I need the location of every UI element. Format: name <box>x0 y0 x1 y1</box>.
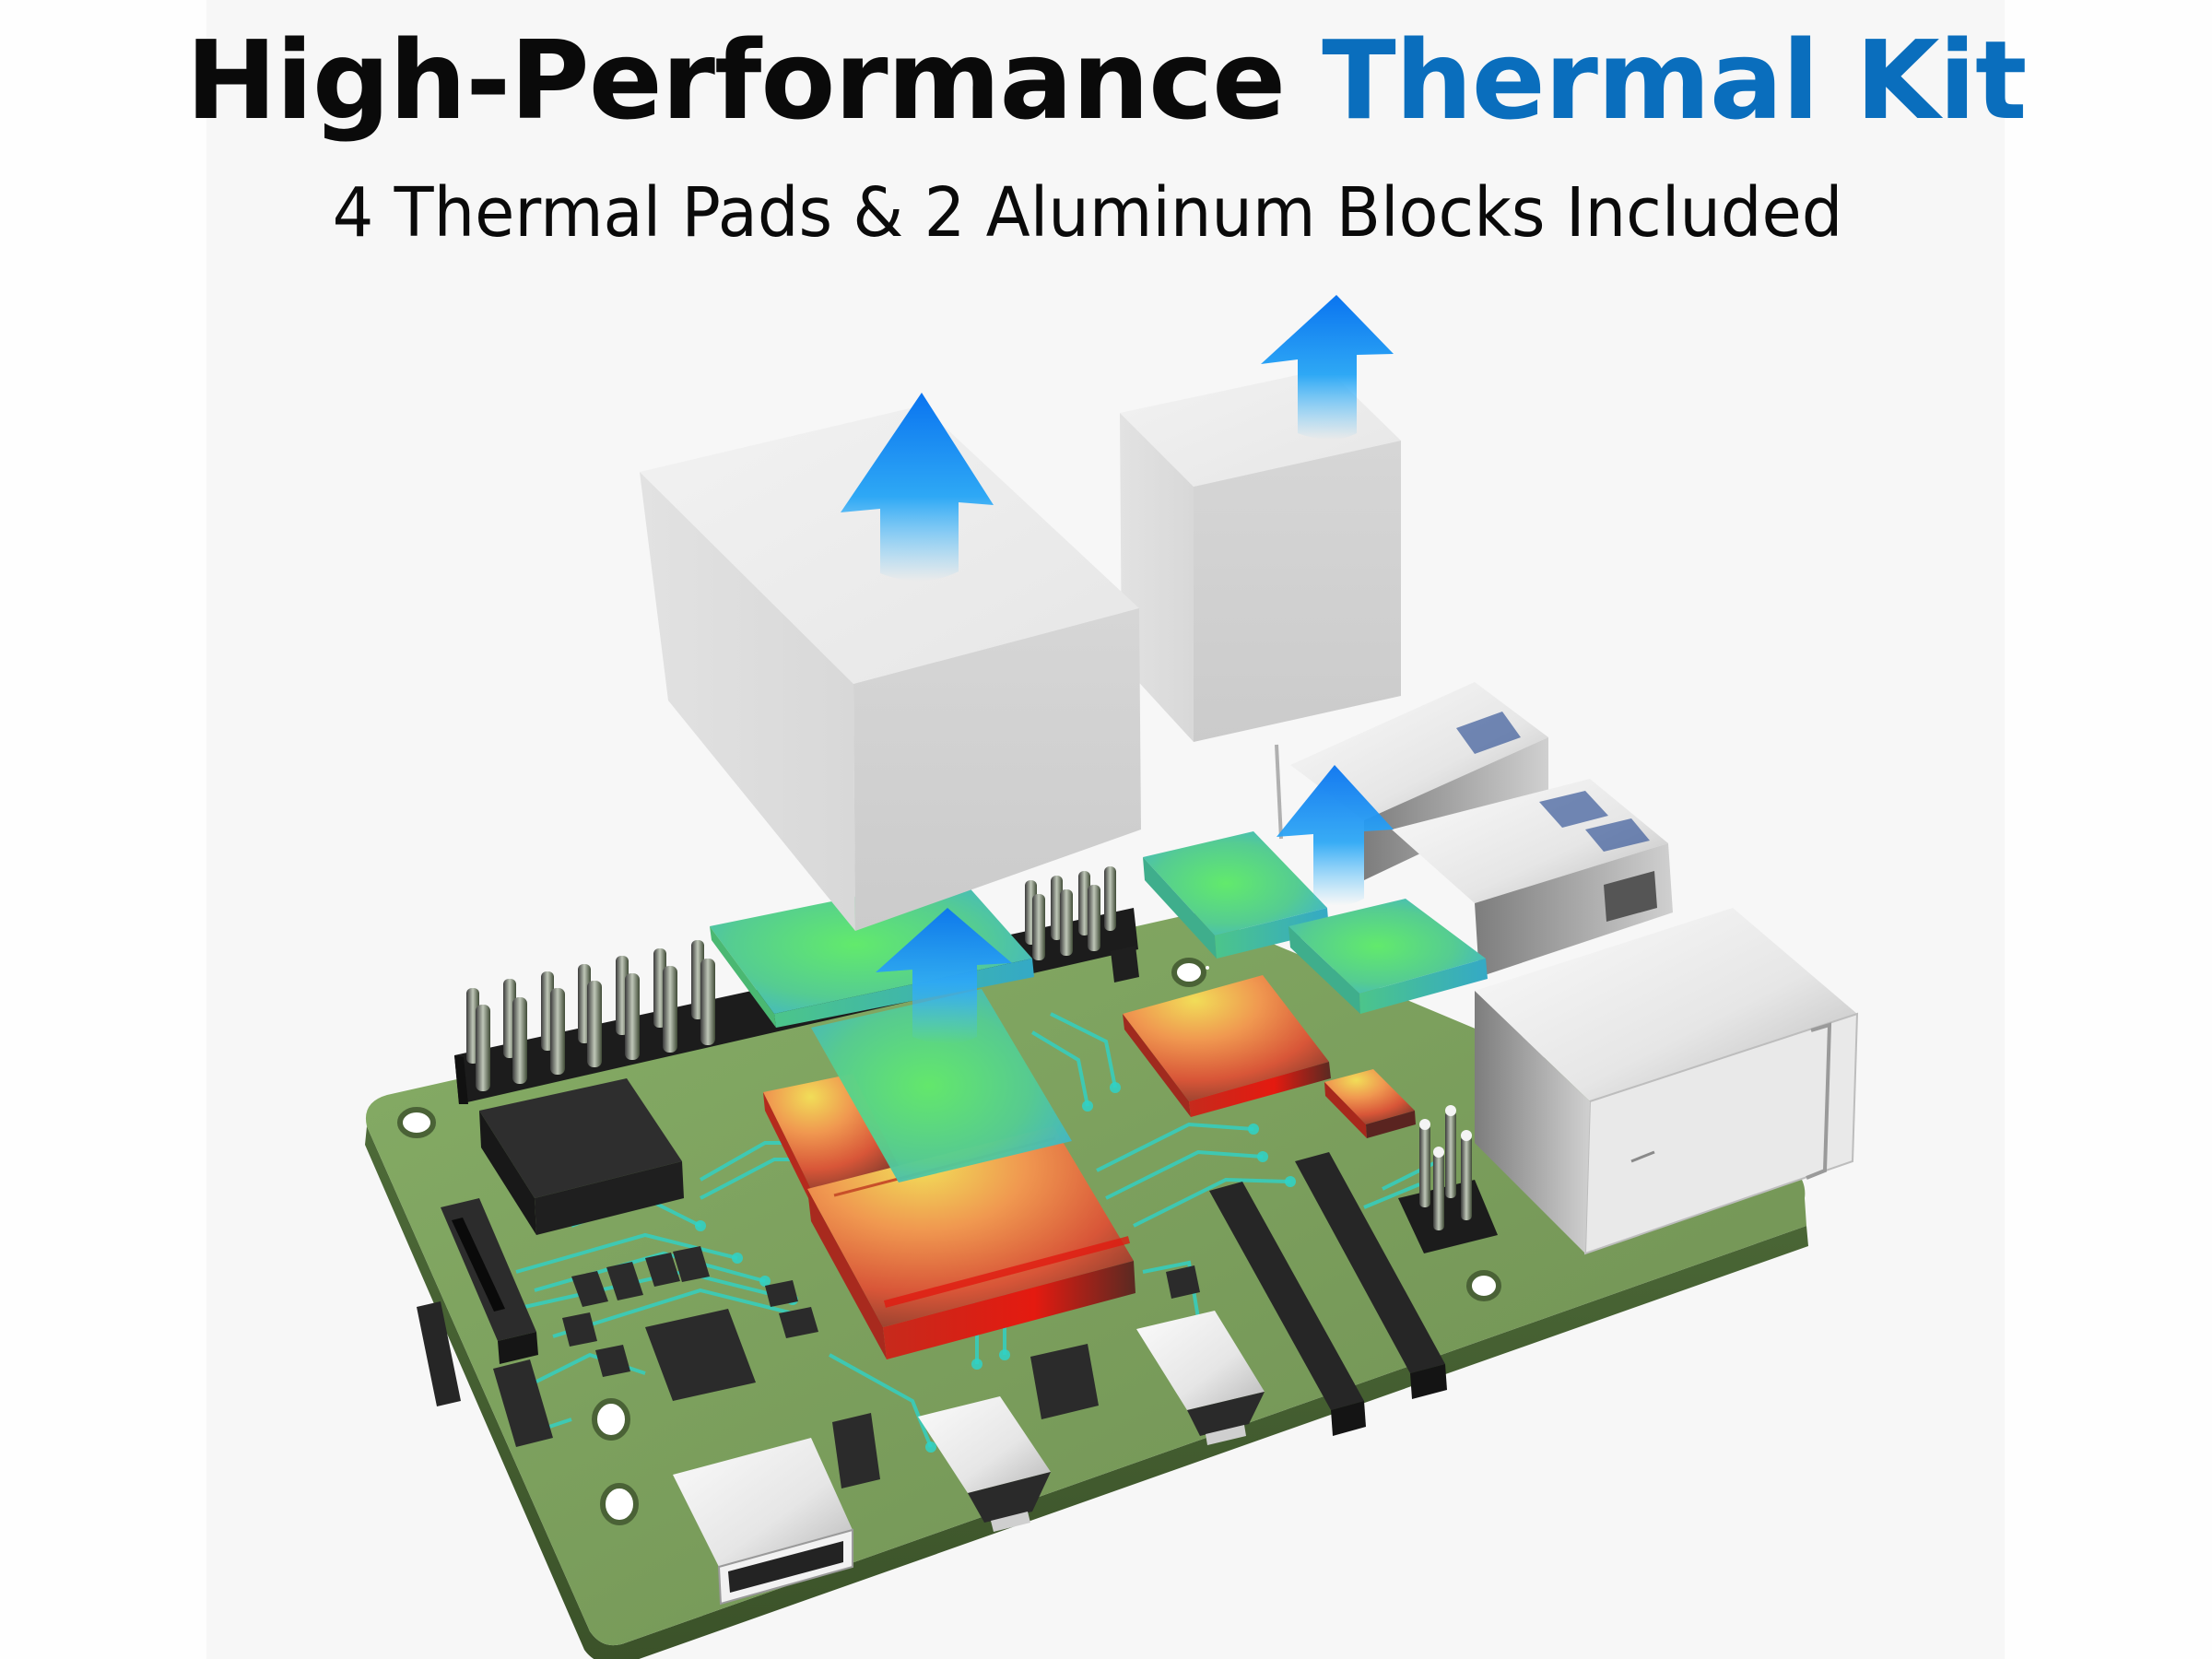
thermal-pad-pmic <box>1288 899 1488 1014</box>
cpu-chip <box>807 1126 1135 1359</box>
title-accent: Thermal Kit <box>1322 17 2027 144</box>
small-smd-components <box>493 1246 1200 1488</box>
ethernet-port <box>1475 908 1859 1255</box>
page-title: High-Performance Thermal Kit <box>0 20 2212 140</box>
heat-up-arrow <box>841 393 994 582</box>
thermal-pad-cpu <box>811 989 1072 1182</box>
ram-chip <box>1123 975 1331 1117</box>
usb-a-port-lower <box>1392 779 1673 977</box>
thermal-pad-usb-controller <box>1143 831 1329 959</box>
micro-hdmi-port-1 <box>918 1396 1051 1532</box>
camera-connector <box>1209 1182 1366 1436</box>
heat-up-arrow <box>876 908 1012 1044</box>
usb-c-port <box>673 1438 853 1606</box>
wifi-chip <box>479 1078 684 1235</box>
heat-up-arrow <box>1261 295 1394 440</box>
dsi-connector <box>1295 1152 1447 1399</box>
pmic-chip <box>1324 1069 1416 1138</box>
page-subtitle: 4 Thermal Pads & 2 Aluminum Blocks Inclu… <box>332 173 1843 253</box>
heat-up-arrow <box>1277 765 1394 906</box>
display-connector <box>441 1198 538 1364</box>
title-main: High-Performance <box>185 17 1287 144</box>
sd-card-slot <box>417 1301 461 1406</box>
micro-hdmi-port-2 <box>1136 1311 1265 1445</box>
poe-header <box>1398 1105 1498 1253</box>
